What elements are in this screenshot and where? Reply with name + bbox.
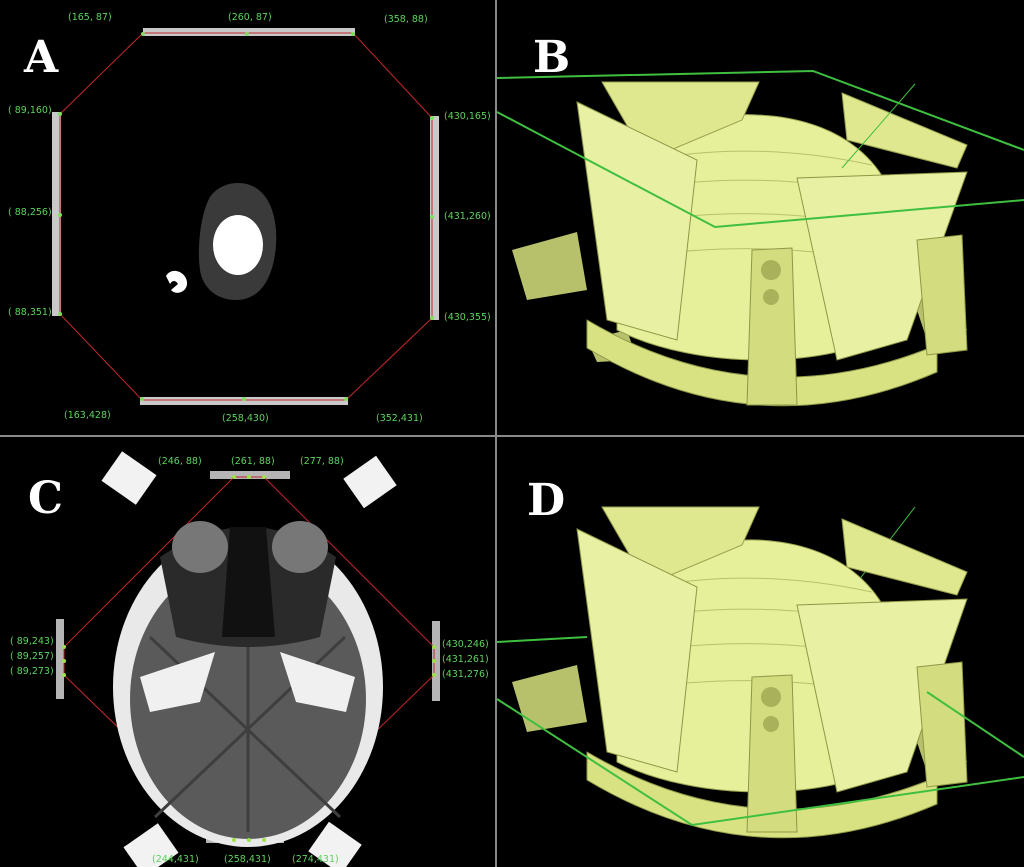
horizontal-divider (0, 435, 1024, 437)
coord-label: (431,261) (442, 654, 489, 665)
panel-c-axial-head-ct: C (246, 88) (261, 88) (277, 88) ( 89,243… (0, 437, 495, 867)
bracket-hole (761, 687, 781, 707)
corner-marker (308, 821, 362, 867)
coord-label: (431,276) (442, 669, 489, 680)
coord-label: ( 89,160) (8, 105, 52, 116)
base-ring (586, 751, 938, 839)
phantom-core (213, 215, 263, 275)
petrous-bone-left (140, 652, 215, 712)
fiducial-bar-top (143, 28, 355, 36)
plane-normal (841, 83, 916, 169)
panel-d-image (497, 506, 1024, 839)
corner-marker (123, 823, 179, 867)
fiducial-bar-top (210, 471, 290, 479)
coord-label: (261, 88) (231, 456, 275, 467)
slice-plane-outline (497, 698, 1024, 827)
panel-letter-c: C (28, 473, 64, 524)
phantom-marker (166, 270, 188, 293)
coord-label: (430,246) (442, 639, 489, 650)
vertical-divider (495, 0, 497, 867)
panel-letter-b: B (533, 32, 571, 83)
coord-label: (431,260) (444, 211, 491, 222)
fin-front-right (796, 598, 968, 793)
coord-label: (244,431) (152, 854, 199, 865)
fiducial-points (58, 32, 434, 401)
panel-b-image (497, 69, 1024, 407)
coord-label: (274,431) (292, 854, 339, 865)
bracket-hole (763, 716, 779, 732)
side-bracket (916, 234, 968, 356)
slice-plane-front (497, 111, 1024, 229)
slice-plane-edge (497, 636, 588, 643)
coord-label: (246, 88) (158, 456, 202, 467)
coord-label: (258,431) (224, 854, 271, 865)
eye-left (172, 521, 228, 573)
coord-label: ( 89,257) (10, 651, 54, 662)
nasal-cavity (222, 527, 275, 637)
mount-bracket (746, 674, 798, 833)
slice-plane-outline (497, 69, 1024, 151)
bracket-hole (763, 289, 779, 305)
coord-label: (163,428) (64, 410, 111, 421)
fin-front-left (576, 101, 698, 341)
coord-label: (430,165) (444, 111, 491, 122)
coord-label: ( 89,273) (10, 666, 54, 677)
coord-label: (258,430) (222, 413, 269, 424)
fin-front-left (576, 528, 698, 773)
panel-a-image (52, 28, 439, 405)
coord-label: (352,431) (376, 413, 423, 424)
coord-label: (165, 87) (68, 12, 112, 23)
panel-c-image (56, 451, 440, 867)
fiducial-points (62, 475, 436, 842)
base-ring (586, 319, 938, 407)
coord-label: ( 89,243) (10, 636, 54, 647)
coord-label: (277, 88) (300, 456, 344, 467)
panel-b-3d-render: B (497, 0, 1024, 435)
fiducial-bar-right (430, 116, 439, 320)
mount-bracket (746, 247, 798, 406)
panel-letter-d: D (527, 475, 566, 526)
slice-plane-edge (926, 691, 1024, 758)
petrous-bone-right (280, 652, 355, 712)
coord-label: ( 88,351) (8, 307, 52, 318)
corner-marker (343, 455, 397, 509)
eye-right (272, 521, 328, 573)
fiducial-bar-left (56, 619, 64, 699)
coord-label: ( 88,256) (8, 207, 52, 218)
panel-a-axial-phantom-slice: A (165, 87) (260, 87) (358, 88) ( 89,160… (0, 0, 495, 435)
coord-label: (358, 88) (384, 14, 428, 25)
fin-back-right (841, 92, 968, 169)
panel-d-3d-render: D (497, 437, 1024, 867)
bracket-hole (761, 260, 781, 280)
fiducial-bar-left (52, 112, 61, 316)
coord-label: (430,355) (444, 312, 491, 323)
corner-marker (101, 451, 157, 505)
fin-front-right (796, 171, 968, 361)
fin-back-right (841, 518, 968, 596)
panel-letter-a: A (24, 32, 59, 83)
side-bracket (916, 661, 968, 788)
coord-label: (260, 87) (228, 12, 272, 23)
